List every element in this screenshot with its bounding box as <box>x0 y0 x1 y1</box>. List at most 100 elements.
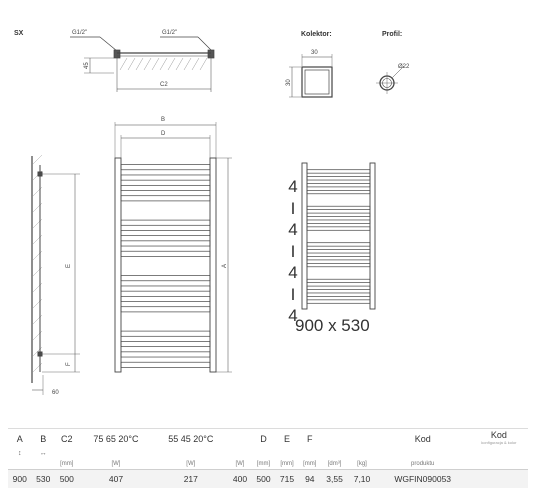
config-bars-tube-3 <box>306 189 371 195</box>
front-bars-tube-2 <box>120 184 211 191</box>
config-bars-tube-6 <box>306 219 371 224</box>
config-bars-tube-15 <box>306 299 371 304</box>
header-cell-10 <box>348 431 375 447</box>
symbol-cell-1: ↔ <box>39 449 47 457</box>
header-cell-0: A <box>16 434 23 444</box>
front-bars-tube-6 <box>120 240 211 247</box>
config-bars-tube-1 <box>306 176 371 181</box>
data-cell-12 <box>469 469 528 488</box>
config-bars-tube-10 <box>306 256 371 261</box>
config-bars-tube-9 <box>306 249 371 254</box>
unit-row: [mm][W][W][W][mm][mm][mm][dm³][kg]produk… <box>8 459 528 470</box>
front-bars-tube-3 <box>120 195 211 202</box>
dim-30-top: 30 <box>311 50 318 56</box>
dim-b: B <box>161 117 165 123</box>
config-bars-tube-8 <box>306 242 371 247</box>
tube-group-0: 4 <box>288 177 298 196</box>
symbol-cell-8 <box>299 447 321 459</box>
dim-45-label: 45 <box>84 62 90 69</box>
config-bars-tube-2 <box>306 183 371 188</box>
tube-group-4: 4 <box>288 263 298 282</box>
dim-e: E <box>66 264 72 268</box>
dim-f: F <box>66 362 72 366</box>
front-bars-tube-7 <box>120 250 211 257</box>
symbol-cell-2 <box>55 447 79 459</box>
header-cell-1: B <box>40 434 47 444</box>
technical-drawing: SX G1/2" G1/2" 45 C2 Kolektor: <box>14 30 410 396</box>
front-bars-tube-10 <box>120 295 211 302</box>
unit-cell-6: [mm] <box>256 461 271 467</box>
config-bars-tube-14 <box>306 292 371 297</box>
unit-cell-4: [W] <box>186 461 196 467</box>
config-bars-tube-12 <box>306 278 371 284</box>
symbol-cell-6 <box>252 447 276 459</box>
data-cell-2: 500 <box>55 469 79 488</box>
config-bars-tube-5 <box>306 212 371 217</box>
dim-c2-label: C2 <box>160 82 168 88</box>
header-cell-4: 55 45 20°C <box>168 434 214 444</box>
front-bars-tube-1 <box>120 174 211 181</box>
header-cell-5 <box>228 431 252 447</box>
header-cell-2: C2 <box>61 434 73 444</box>
connector-left-label: G1/2" <box>72 30 87 36</box>
header-cell-8: F <box>307 434 313 444</box>
tube-group-3: I <box>290 241 296 261</box>
symbol-cell-0: ↕ <box>18 449 22 457</box>
connector-view <box>70 36 215 92</box>
data-cell-3: 407 <box>78 469 154 488</box>
symbol-cell-10 <box>348 447 375 459</box>
unit-cell-2: [mm] <box>60 461 74 467</box>
config-bars-tube-4 <box>306 205 371 211</box>
model-label: SX <box>14 30 24 37</box>
unit-cell-1 <box>32 459 56 470</box>
front-bars-tube-11 <box>120 306 211 313</box>
symbol-cell-5 <box>228 447 252 459</box>
data-cell-1: 530 <box>31 469 56 488</box>
front-bars-tube-15 <box>120 361 211 368</box>
unit-cell-11: produktu <box>411 461 435 467</box>
tube-group-5: I <box>290 284 296 304</box>
config-bars-tube-11 <box>306 262 371 268</box>
symbol-cell-12 <box>470 447 528 459</box>
symbol-cell-4 <box>153 447 228 459</box>
unit-cell-9: [dm³] <box>327 461 342 467</box>
dim-a: A <box>222 264 228 268</box>
front-bars-tube-9 <box>120 285 211 292</box>
header-cell-11: Kod <box>414 434 431 444</box>
profil-tube <box>376 65 405 94</box>
symbol-cell-3 <box>79 447 154 459</box>
data-cell-7: 715 <box>275 469 299 488</box>
unit-cell-12 <box>470 459 528 470</box>
config-bars-tube-0 <box>306 169 371 174</box>
unit-cell-0 <box>8 459 32 470</box>
tube-group-1: I <box>290 198 296 218</box>
header-cell-3: 75 65 20°C <box>93 434 139 444</box>
data-cell-10: 7,10 <box>348 469 376 488</box>
config-bars-tube-13 <box>306 285 371 290</box>
header-cell-7: E <box>283 434 290 444</box>
kod-logo: Kod <box>490 430 507 440</box>
unit-cell-10: [kg] <box>357 461 367 467</box>
data-cell-9: 3,55 <box>320 469 349 488</box>
dim-d: D <box>161 131 166 137</box>
front-bars-tube-0 <box>120 164 211 171</box>
front-bars-tube-8 <box>120 275 211 282</box>
kolektor-profile <box>289 54 333 98</box>
tube-group-6: 4 <box>288 306 298 325</box>
symbol-cell-7 <box>275 447 299 459</box>
front-view <box>114 122 232 373</box>
data-cell-5: 400 <box>228 469 252 488</box>
symbol-row: ↕↔ <box>8 447 528 459</box>
front-bars-tube-12 <box>120 330 211 337</box>
config-bars-tube-7 <box>306 226 371 231</box>
unit-cell-5: [W] <box>235 461 245 467</box>
symbol-cell-9 <box>321 447 348 459</box>
front-bars-tube-4 <box>120 219 211 226</box>
connector-right-label: G1/2" <box>162 30 177 36</box>
profil-label: Profil: <box>382 31 402 38</box>
header-cell-6: D <box>260 434 267 444</box>
data-cell-11: WGFIN090053 <box>375 469 470 488</box>
